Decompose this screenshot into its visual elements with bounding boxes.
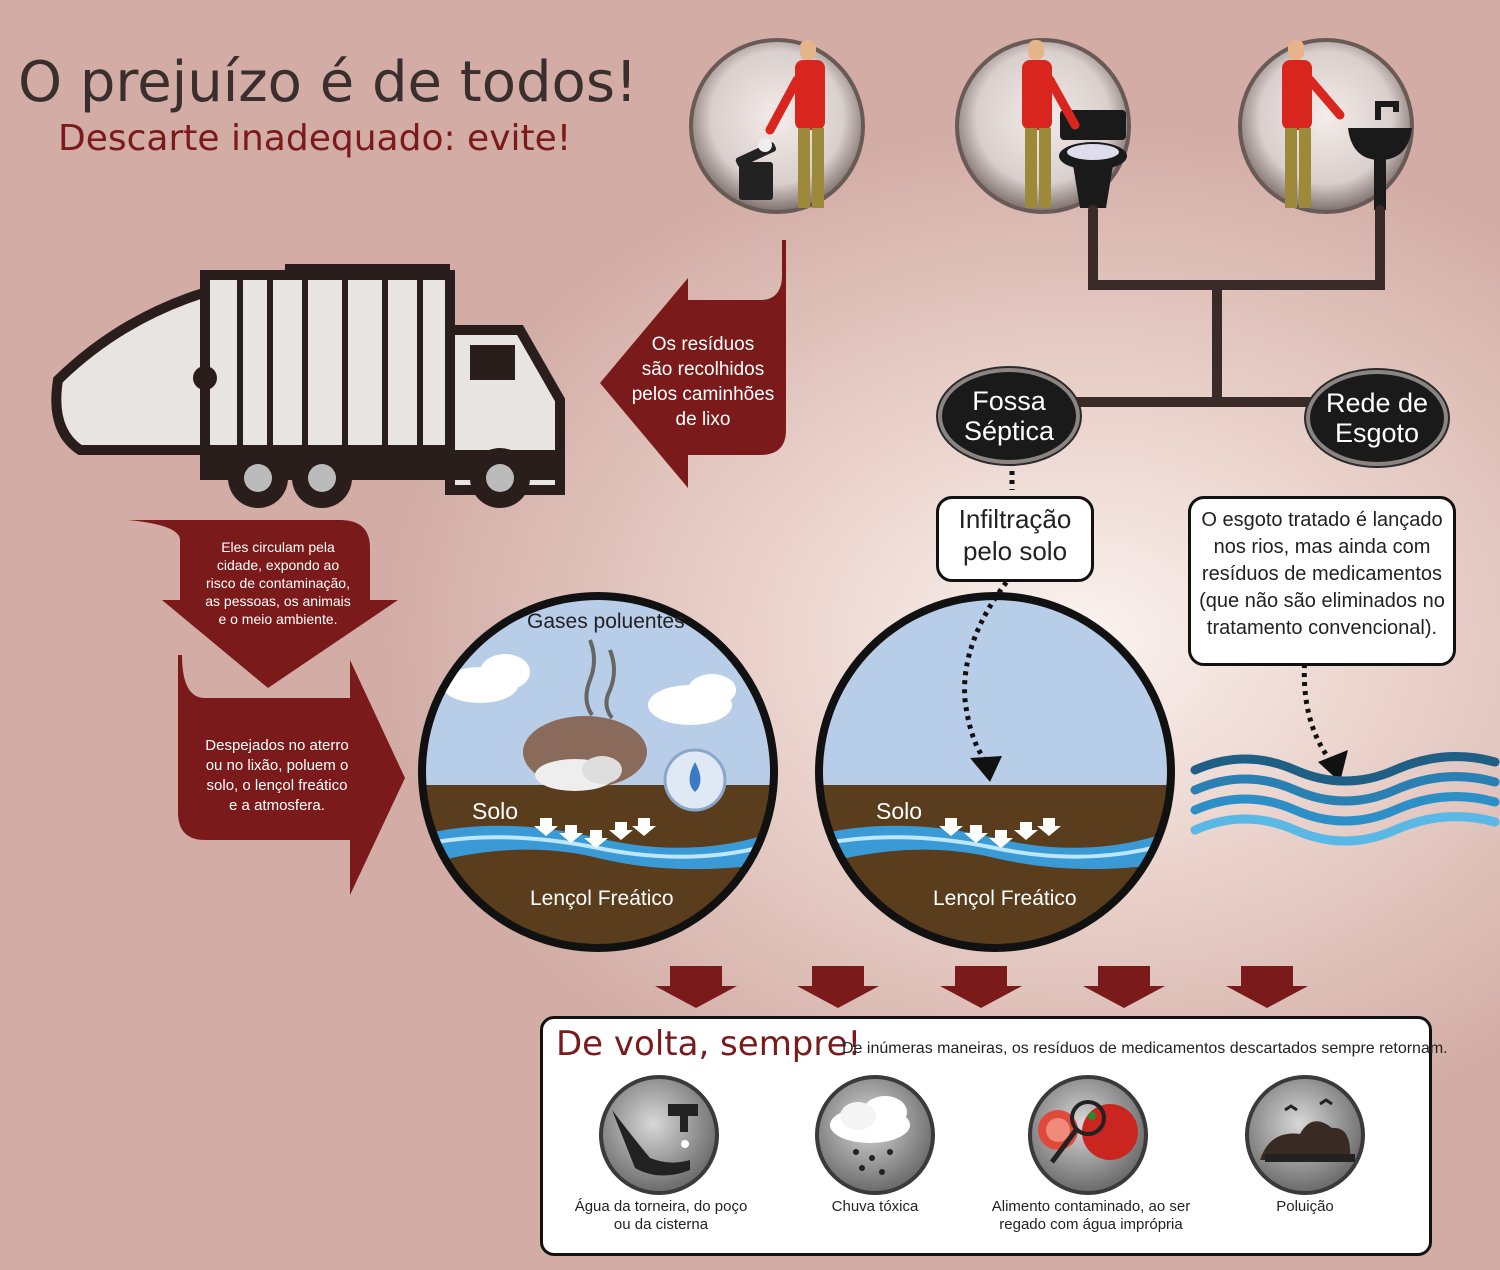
toxic-rain-label: Chuva tóxica [760,1198,990,1216]
soil-label-left: Solo [472,798,519,824]
sewer-network-bubble: Rede de Esgoto [1306,370,1448,466]
soil-label-right: Solo [876,798,923,824]
arrow-collected-line: pelos caminhões [631,384,775,405]
river-waves [1190,752,1500,846]
treated-line: O esgoto tratado é lançado [1201,509,1443,531]
tap-water-label-line: ou da cisterna [613,1216,709,1233]
arrow-collected-line: são recolhidos [641,359,765,380]
arrow-dumped-text: Despejados no aterro ou no lixão, poluem… [192,736,362,816]
landfill-scene [418,592,778,952]
treated-line: tratamento convencional). [1206,617,1438,639]
arrow-collected-text: Os resíduos são recolhidos pelos caminhõ… [618,332,788,432]
arrow-circulate-line: Eles circulam pela [221,539,335,555]
arrow-circulate-line: as pessoas, os animais [205,593,351,609]
panel-description: De inúmeras maneiras, os resíduos de med… [842,1040,1448,1057]
person-toilet-disc [955,38,1131,214]
contaminated-food-label-line: regado com água imprópria [999,1216,1183,1233]
treated-line: resíduos de medicamentos [1201,563,1443,585]
river-dotted-arrow [1301,654,1333,762]
pollution-icon [1245,1075,1365,1195]
arrow-collected-line: Os resíduos [651,334,755,355]
infiltration-callout: Infiltração pelo solo [936,496,1094,582]
river-arrowhead [1318,750,1348,782]
arrow-circulate [128,520,398,688]
arrow-dumped-line: ou no lixão, poluem o [205,757,349,774]
tap-water-icon [599,1075,719,1195]
sewer-label: Esgoto [1334,418,1420,448]
arrow-circulate-line: e o meio ambiente. [218,611,338,627]
arrow-dumped [178,655,405,895]
person-sink-disc [1238,38,1414,214]
garbage-truck [51,264,565,508]
arrow-dumped-line: solo, o lençol freático [206,777,348,794]
sewer-pipes [1070,205,1385,407]
person-trash-disc [689,38,865,214]
tap-water-label-line: Água da torneira, do poço [574,1198,748,1215]
infiltration-arrowhead [970,756,1002,782]
arrow-circulate-line: risco de contaminação, [206,575,350,591]
groundwater-label-right: Lençol Freático [933,887,1077,910]
tap-water-label: Água da torneira, do poço ou da cisterna [546,1198,776,1234]
arrow-collected-line: de lixo [675,409,731,430]
arrow-circulate-line: cidade, expondo ao [216,557,340,573]
arrow-circulate-text: Eles circulam pela cidade, expondo ao ri… [188,538,368,628]
groundwater-label-left: Lençol Freático [530,887,674,910]
infiltration-line: Infiltração [958,504,1072,534]
infiltration-line: pelo solo [962,536,1068,566]
toxic-rain-icon [815,1075,935,1195]
contaminated-food-label-line: Alimento contaminado, ao ser [991,1198,1191,1215]
treated-line: nos rios, mas ainda com [1213,536,1431,558]
treated-line: (que não são eliminados no [1199,590,1445,612]
arrow-collected [600,240,786,488]
sewer-label: Rede de [1325,388,1429,418]
treated-sewage-callout: O esgoto tratado é lançado nos rios, mas… [1188,496,1456,666]
return-arrows [655,966,1308,1008]
toxic-rain-label-line: Chuva tóxica [831,1198,919,1215]
septic-tank-bubble: Fossa Séptica [938,368,1080,464]
page-title: O prejuízo é de todos! [18,50,638,115]
septic-label: Fossa [972,386,1046,416]
panel-title: De volta, sempre! [556,1024,862,1064]
septic-scene [815,592,1175,952]
arrow-dumped-line: Despejados no aterro [205,737,349,754]
contaminated-food-icon [1028,1075,1148,1195]
pollution-label-line: Poluição [1276,1198,1334,1215]
septic-label: Séptica [963,416,1055,446]
arrow-dumped-line: e a atmosfera. [229,797,325,814]
pollution-label: Poluição [1190,1198,1420,1216]
gases-label: Gases poluentes [527,610,685,633]
panel-icons [599,1075,1365,1195]
infiltration-dotted-arrow [962,462,1015,762]
contaminated-food-label: Alimento contaminado, ao ser regado com … [976,1198,1206,1234]
page-subtitle: Descarte inadequado: evite! [58,118,572,159]
